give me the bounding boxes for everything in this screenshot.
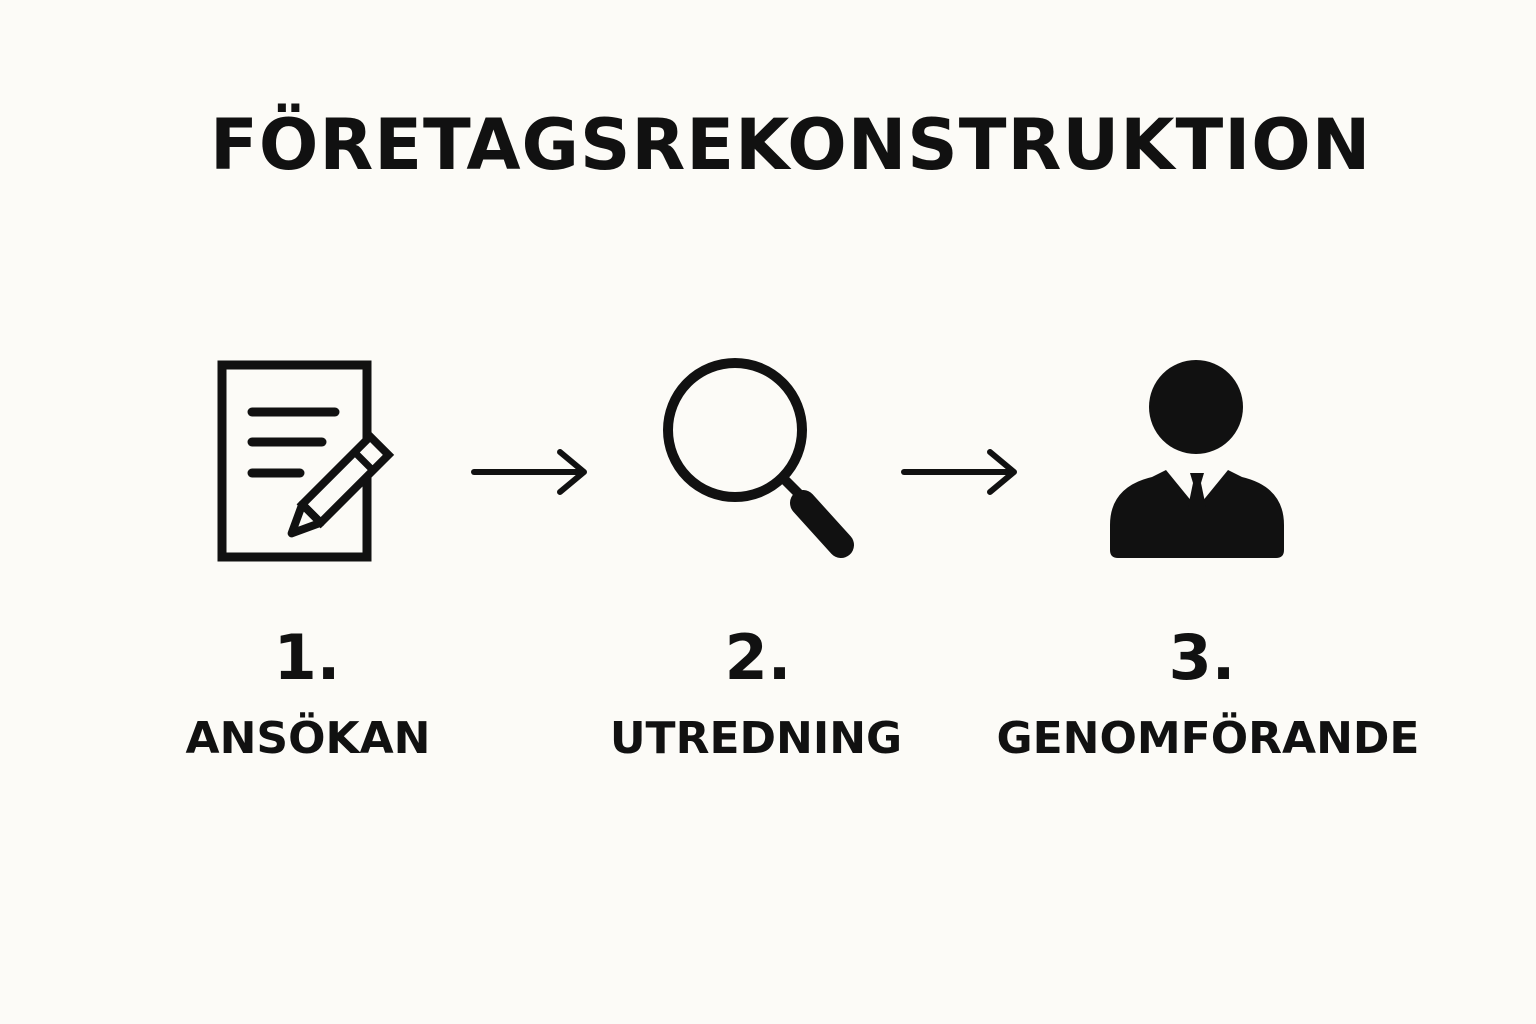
arrow-right-icon xyxy=(901,449,1017,495)
arrow-right-icon xyxy=(471,449,587,495)
magnifier-icon xyxy=(663,358,854,558)
step-number: 2. xyxy=(724,621,792,694)
step-label: ANSÖKAN xyxy=(185,713,431,764)
step-label: GENOMFÖRANDE xyxy=(996,713,1420,764)
step-number: 1. xyxy=(273,621,341,694)
diagram-title: FÖRETAGSREKONSTRUKTION xyxy=(210,104,1372,186)
step-label: UTREDNING xyxy=(609,713,903,764)
person-icon xyxy=(1110,360,1284,558)
step-number: 3. xyxy=(1168,621,1236,694)
document-pen-icon xyxy=(217,360,395,562)
